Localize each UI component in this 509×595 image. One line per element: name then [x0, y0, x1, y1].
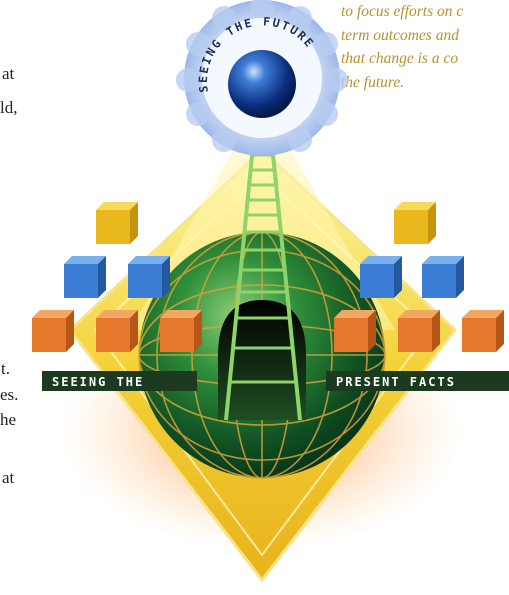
- blue-orb: [228, 50, 296, 118]
- quote-line: that change is a co: [341, 50, 459, 67]
- left-banner: SEEING THE: [42, 371, 197, 391]
- cube-yellow: [96, 202, 138, 244]
- right-cube-pyramid: [334, 202, 504, 352]
- right-banner: PRESENT FACTS: [326, 371, 509, 391]
- quote-line: the future.: [341, 73, 405, 91]
- cube-yellow: [394, 202, 436, 244]
- cube-blue: [64, 256, 170, 298]
- globe: [138, 231, 386, 479]
- left-banner-label: SEEING THE: [52, 375, 144, 389]
- left-cube-pyramid: [32, 202, 202, 352]
- cube-orange: [32, 310, 202, 352]
- future-sunburst: SEEING THE FUTURE: [176, 0, 348, 156]
- cube-orange: [334, 310, 504, 352]
- quote-line: to focus efforts on c: [341, 3, 464, 20]
- right-banner-label: PRESENT FACTS: [336, 375, 456, 389]
- pull-quote: to focus efforts on c term outcomes and …: [341, 0, 509, 94]
- quote-line: term outcomes and: [341, 26, 459, 44]
- cube-blue: [360, 256, 464, 298]
